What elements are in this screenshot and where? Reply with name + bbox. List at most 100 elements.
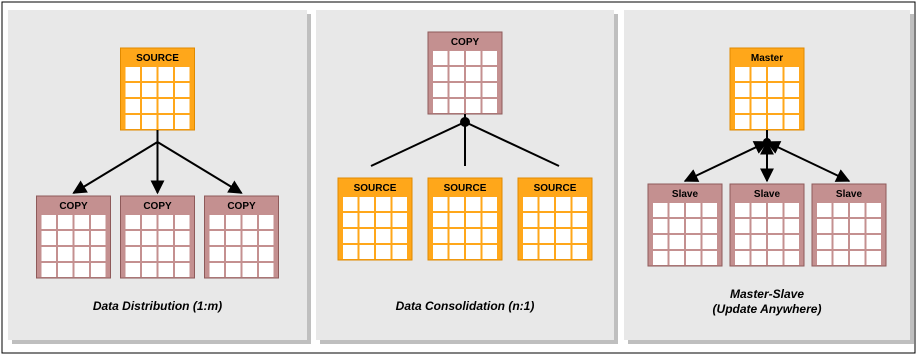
table-cell bbox=[392, 197, 407, 211]
table-cell bbox=[653, 219, 668, 233]
table-cell bbox=[833, 235, 848, 249]
table-cell bbox=[142, 99, 157, 113]
table-cell bbox=[751, 115, 766, 129]
table-cell bbox=[449, 229, 464, 243]
table-cell bbox=[784, 251, 799, 265]
table-cell bbox=[125, 247, 140, 261]
line-from-source-1 bbox=[370, 121, 466, 167]
table-cell bbox=[653, 203, 668, 217]
table-cell bbox=[686, 251, 701, 265]
table-cell bbox=[175, 67, 190, 81]
table-cell bbox=[482, 67, 497, 81]
table-cell bbox=[482, 197, 497, 211]
table-label: SOURCE bbox=[136, 53, 179, 64]
table-cell bbox=[226, 247, 241, 261]
table-cell bbox=[850, 251, 865, 265]
table-label: SOURCE bbox=[354, 183, 397, 194]
line-from-source-3 bbox=[464, 121, 560, 167]
table-cell bbox=[41, 247, 56, 261]
table-cell bbox=[433, 213, 448, 227]
table-cell bbox=[735, 203, 750, 217]
arrow-to-copy-3 bbox=[156, 141, 243, 194]
table-cell bbox=[735, 235, 750, 249]
bottom-table-1: Slave bbox=[647, 183, 723, 267]
table-cell bbox=[158, 99, 173, 113]
table-cell bbox=[751, 83, 766, 97]
table-cell bbox=[784, 67, 799, 81]
table-label: Master bbox=[751, 53, 783, 64]
table-cell bbox=[735, 219, 750, 233]
table-cell bbox=[466, 229, 481, 243]
table-cell bbox=[433, 197, 448, 211]
table-cell bbox=[572, 213, 587, 227]
table-cell bbox=[653, 235, 668, 249]
table-cell bbox=[41, 231, 56, 245]
table-cell bbox=[158, 215, 173, 229]
table-cell bbox=[817, 203, 832, 217]
table-cell bbox=[142, 67, 157, 81]
table-cell bbox=[817, 235, 832, 249]
table-cell bbox=[669, 235, 684, 249]
table-cell bbox=[686, 235, 701, 249]
table-cell bbox=[768, 203, 783, 217]
table-cell bbox=[784, 115, 799, 129]
table-cell bbox=[226, 231, 241, 245]
table-cell bbox=[449, 213, 464, 227]
table-cell bbox=[343, 213, 358, 227]
table-cell bbox=[850, 203, 865, 217]
table-cell bbox=[433, 83, 448, 97]
top-table: COPY bbox=[427, 31, 503, 115]
table-cell bbox=[466, 51, 481, 65]
table-cell bbox=[175, 247, 190, 261]
table-cell bbox=[768, 67, 783, 81]
table-cell bbox=[482, 213, 497, 227]
table-cell bbox=[466, 197, 481, 211]
table-cell bbox=[242, 247, 257, 261]
table-cell bbox=[158, 231, 173, 245]
table-cell bbox=[466, 99, 481, 113]
table-cell bbox=[768, 235, 783, 249]
table-cell bbox=[74, 231, 89, 245]
table-cell bbox=[523, 213, 538, 227]
table-cell bbox=[242, 215, 257, 229]
table-cell bbox=[125, 99, 140, 113]
table-cell bbox=[768, 251, 783, 265]
table-cell bbox=[833, 219, 848, 233]
table-label: Slave bbox=[836, 189, 863, 200]
table-cell bbox=[209, 247, 224, 261]
table-cell bbox=[833, 203, 848, 217]
table-cell bbox=[572, 245, 587, 259]
table-cell bbox=[175, 99, 190, 113]
table-cell bbox=[41, 263, 56, 277]
table-cell bbox=[142, 215, 157, 229]
table-cell bbox=[376, 213, 391, 227]
panel-caption: Data Distribution (1:m) bbox=[93, 299, 222, 313]
table-label: COPY bbox=[227, 201, 256, 212]
bottom-table-2: COPY bbox=[120, 195, 195, 279]
table-cell bbox=[359, 245, 374, 259]
table-cell bbox=[91, 263, 106, 277]
table-label: SOURCE bbox=[444, 183, 487, 194]
table-cell bbox=[58, 215, 73, 229]
table-cell bbox=[449, 83, 464, 97]
table-cell bbox=[142, 263, 157, 277]
table-cell bbox=[125, 67, 140, 81]
table-cell bbox=[209, 215, 224, 229]
table-cell bbox=[686, 203, 701, 217]
table-label: Slave bbox=[754, 189, 781, 200]
table-cell bbox=[58, 231, 73, 245]
table-cell bbox=[359, 213, 374, 227]
table-label: SOURCE bbox=[534, 183, 577, 194]
table-cell bbox=[58, 247, 73, 261]
bottom-table-3: COPY bbox=[204, 195, 279, 279]
arrow-to-copy-1 bbox=[72, 141, 159, 194]
table-cell bbox=[482, 245, 497, 259]
bottom-table-1: COPY bbox=[36, 195, 111, 279]
table-cell bbox=[142, 247, 157, 261]
table-cell bbox=[784, 83, 799, 97]
table-cell bbox=[58, 263, 73, 277]
table-cell bbox=[669, 219, 684, 233]
table-cell bbox=[572, 229, 587, 243]
